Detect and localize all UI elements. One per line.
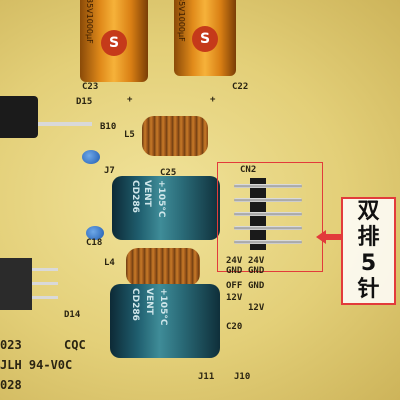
label-cqc: CQC [64,338,86,352]
label-c22: C22 [232,82,249,92]
capacitor-rating-left: 35V1000µF [85,0,94,44]
regulator-ic [0,258,32,310]
ic-lead-1 [32,268,58,271]
callout-line-4: 针 [357,277,380,302]
label-l4: L4 [104,258,115,268]
callout-line-1: 双 [357,199,380,224]
ic-lead-2 [32,282,58,285]
label-b10: B10 [100,122,117,132]
label-j10: J10 [234,372,251,382]
blue-capacitor-top: VENT CD286 +105°C [112,176,220,240]
label-c20: C20 [226,322,243,332]
pointer-arrow-icon [316,230,342,244]
label-d15: D15 [76,97,93,107]
label-j11: J11 [198,372,215,382]
label-24v-b: 24V [248,256,265,266]
pin-3 [234,212,302,216]
capacitor-rating-right: 35V1000µF [177,0,186,42]
label-plus-1: + [127,95,133,105]
orange-capacitor-right: S 35V1000µF [174,0,236,76]
inductor-l5 [142,116,208,156]
diode-lead [38,122,92,126]
label-plus-2: + [210,95,216,105]
pin-5 [234,240,302,244]
orange-capacitor-left: S 35V1000µF [80,0,148,82]
blue-cap-brand-top: VENT [142,180,152,207]
label-d14: D14 [64,310,81,320]
callout-label: 双 排 5 针 [341,197,396,305]
label-model: JLH 94-V0C [0,358,73,372]
label-gnd-c: GND [248,281,265,291]
label-off: OFF [226,281,243,291]
label-24v-a: 24V [226,256,243,266]
blue-cap-brand-bottom: VENT [144,288,154,315]
label-date: 028 [0,378,22,392]
blue-cap-series-top: CD286 [130,180,140,213]
blue-cap-temp-top: +105°C [156,180,166,218]
pin-1 [234,184,302,188]
blue-capacitor-bottom: VENT CD286 +105°C [110,284,220,358]
callout-line-3: 5 [360,251,377,276]
callout-line-2: 排 [357,225,380,250]
label-l5: L5 [124,130,135,140]
label-c18: C18 [86,238,103,248]
ceramic-capacitor-1 [82,150,100,164]
blue-cap-temp-bottom: +105°C [158,288,168,326]
cn2-highlight-box [217,162,323,272]
label-gnd-b: GND [248,266,265,276]
rectifier-diode [0,96,38,138]
label-12v-a: 12V [226,293,243,303]
ic-lead-3 [32,296,58,299]
label-c23: C23 [82,82,99,92]
ceramic-capacitor-2 [86,226,104,240]
capacitor-logo-right: S [192,26,218,52]
label-board-no: 023 [0,338,22,352]
label-cn2: CN2 [240,165,257,175]
label-12v-b: 12V [248,303,265,313]
blue-cap-series-bottom: CD286 [130,288,140,321]
capacitor-logo-left: S [101,30,127,56]
label-j7: J7 [104,166,115,176]
pin-4 [234,226,302,230]
inductor-l4 [126,248,200,286]
pin-2 [234,198,302,202]
label-c25: C25 [160,168,177,178]
label-gnd-a: GND [226,266,243,276]
